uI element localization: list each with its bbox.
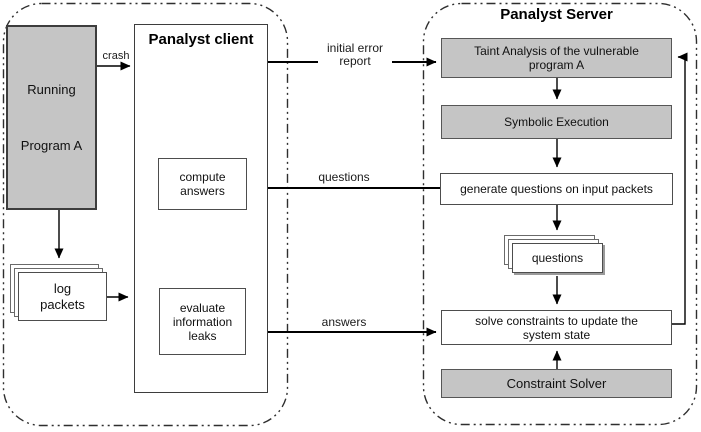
constraint-solver-label: Constraint Solver <box>506 375 607 391</box>
constraint-solver-box: Constraint Solver <box>441 369 672 398</box>
panalyst-server-title: Panalyst Server <box>500 6 613 23</box>
running-program-box: Running Program A <box>6 25 97 210</box>
initial-error-report-arrow-label: initial error report <box>318 42 392 68</box>
solve-constraints-box: solve constraints to update the system s… <box>441 310 672 345</box>
log-packets-box: log packets <box>18 272 107 321</box>
panalyst-client-title: Panalyst client <box>148 31 254 48</box>
taint-analysis-box: Taint Analysis of the vulnerable program… <box>441 38 672 78</box>
questions-box: questions <box>512 243 603 273</box>
generate-questions-box: generate questions on input packets <box>440 173 673 205</box>
crash-arrow-label: crash <box>102 50 130 62</box>
arrow-feedback-loop <box>672 52 688 325</box>
questions-stack-label: questions <box>531 251 584 265</box>
compute-answers-box: compute answers <box>158 158 247 210</box>
diagram-main-arrows <box>246 57 440 337</box>
symbolic-execution-label: Symbolic Execution <box>504 115 609 129</box>
evaluate-information-leaks-label: evaluate information leaks <box>172 300 233 343</box>
compute-answers-label: compute answers <box>179 170 226 198</box>
symbolic-execution-box: Symbolic Execution <box>441 105 672 139</box>
running-program-line2: Program A <box>20 137 83 153</box>
server-dashed-container <box>422 2 698 426</box>
log-packets-label: log packets <box>40 280 85 312</box>
solve-constraints-label: solve constraints to update the system s… <box>475 313 638 342</box>
questions-arrow-label: questions <box>318 170 370 184</box>
taint-analysis-label: Taint Analysis of the vulnerable program… <box>474 44 639 72</box>
running-program-line1: Running <box>27 81 76 97</box>
answers-arrow-label: answers <box>321 315 367 329</box>
evaluate-information-leaks-box: evaluate information leaks <box>159 288 246 355</box>
generate-questions-label: generate questions on input packets <box>460 182 653 196</box>
client-dashed-container <box>2 2 289 427</box>
